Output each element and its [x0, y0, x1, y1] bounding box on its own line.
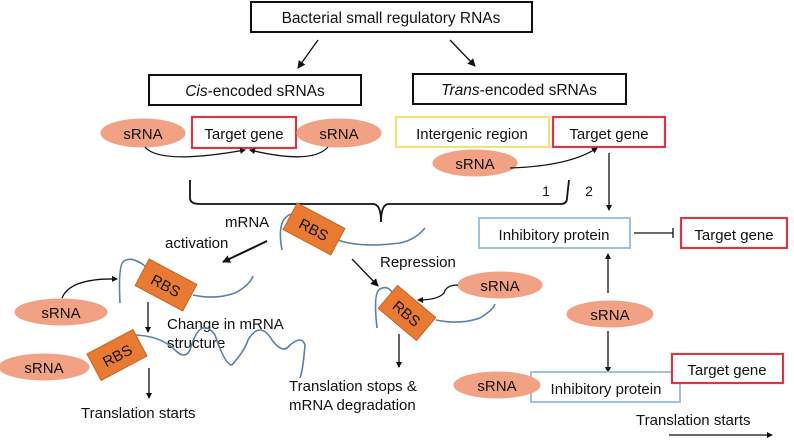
svg-text:Target gene: Target gene: [569, 126, 648, 143]
trans-srna: sRNA: [432, 149, 518, 177]
activation-srna-binding-arrow: [61, 275, 118, 299]
repression-label: Repression: [380, 254, 456, 271]
path-2-label: 2: [585, 183, 593, 199]
inhibitory-target-gene-right: Target gene: [679, 216, 789, 250]
activation-rbs-top: RBS: [134, 258, 198, 312]
repression-mrna-5prime: [374, 286, 393, 329]
activation-mrna-bottom-folded: [131, 326, 306, 379]
repression-rbs: RBS: [377, 284, 437, 342]
svg-text:sRNA: sRNA: [24, 360, 63, 377]
activation-mrna-top-3prime: [192, 275, 254, 298]
inhibitory-target-gene-bottom: Target gene: [670, 352, 785, 385]
cis-encoded-label: Cis-encoded sRNAs: [185, 83, 325, 100]
inhibitory-protein-top: Inhibitory protein: [478, 217, 631, 249]
trans-encoded-box: Trans-encoded sRNAs: [412, 73, 627, 105]
activation-srna-bottom: sRNA: [0, 353, 90, 381]
change-label-line1: Change in mRNA: [167, 316, 284, 333]
trans-target-gene: Target gene: [551, 115, 667, 149]
activation-arrow: [222, 240, 268, 263]
svg-text:sRNA: sRNA: [319, 126, 358, 143]
mrna-label: mRNA: [225, 214, 269, 231]
svg-text:sRNA: sRNA: [590, 307, 629, 324]
arrow-to-cis: [297, 39, 319, 69]
svg-text:sRNA: sRNA: [480, 278, 519, 295]
center-mrna-3prime: [337, 227, 426, 246]
change-label-line2: structure: [167, 335, 225, 352]
arrow-to-trans: [449, 39, 476, 67]
activation-result-label: Translation starts: [81, 405, 196, 422]
svg-text:Target gene: Target gene: [694, 227, 773, 244]
path-1-label: 1: [542, 183, 550, 199]
cis-srna-left: sRNA: [100, 118, 186, 148]
svg-text:sRNA: sRNA: [455, 156, 494, 173]
inhibitory-srna-middle: sRNA: [566, 300, 654, 328]
repression-result-line1: Translation stops &: [289, 378, 417, 395]
activation-mrna-top-5prime: [118, 258, 146, 304]
cis-srna-right: sRNA: [296, 118, 382, 148]
svg-text:Target gene: Target gene: [687, 362, 766, 379]
cis-encoded-box: Cis-encoded sRNAs: [148, 74, 362, 106]
inhibitory-protein-bottom: [530, 371, 681, 403]
cis-target-gene: Target gene: [190, 115, 298, 150]
cis-right-binding-arrow: [249, 146, 329, 158]
trans-encoded-label: Trans-encoded sRNAs: [441, 82, 597, 99]
merge-brace: [189, 179, 570, 223]
cis-left-binding-arrow: [144, 146, 246, 158]
repression-mrna-3prime: [435, 303, 496, 323]
svg-text:sRNA: sRNA: [41, 305, 80, 322]
repression-srna-binding-arrow: [417, 284, 459, 303]
activation-rbs-bottom: RBS: [86, 328, 148, 382]
title-box: Bacterial small regulatory RNAs: [250, 1, 533, 33]
inhibitory-result-label: Translation starts: [636, 412, 751, 429]
repression-arrow: [351, 258, 379, 287]
inhibitory-protein-bottom-label: Inhibitory protein: [551, 381, 662, 398]
activation-label: activation: [165, 235, 228, 252]
svg-text:sRNA: sRNA: [123, 126, 162, 143]
intergenic-region-box: Intergenic region: [394, 115, 551, 149]
repression-result-line2: mRNA degradation: [289, 397, 416, 414]
svg-text:Inhibitory protein: Inhibitory protein: [499, 227, 610, 244]
trans-binding-arrow: [509, 147, 598, 169]
title-text: Bacterial small regulatory RNAs: [282, 10, 501, 27]
inhibitory-srna-bottom: sRNA: [453, 371, 541, 399]
svg-text:sRNA: sRNA: [477, 378, 516, 395]
center-rbs: RBS: [282, 202, 346, 256]
svg-text:Target gene: Target gene: [204, 126, 283, 143]
activation-srna-top: sRNA: [14, 298, 108, 326]
svg-text:Intergenic region: Intergenic region: [416, 126, 528, 143]
repression-srna: sRNA: [457, 271, 543, 299]
